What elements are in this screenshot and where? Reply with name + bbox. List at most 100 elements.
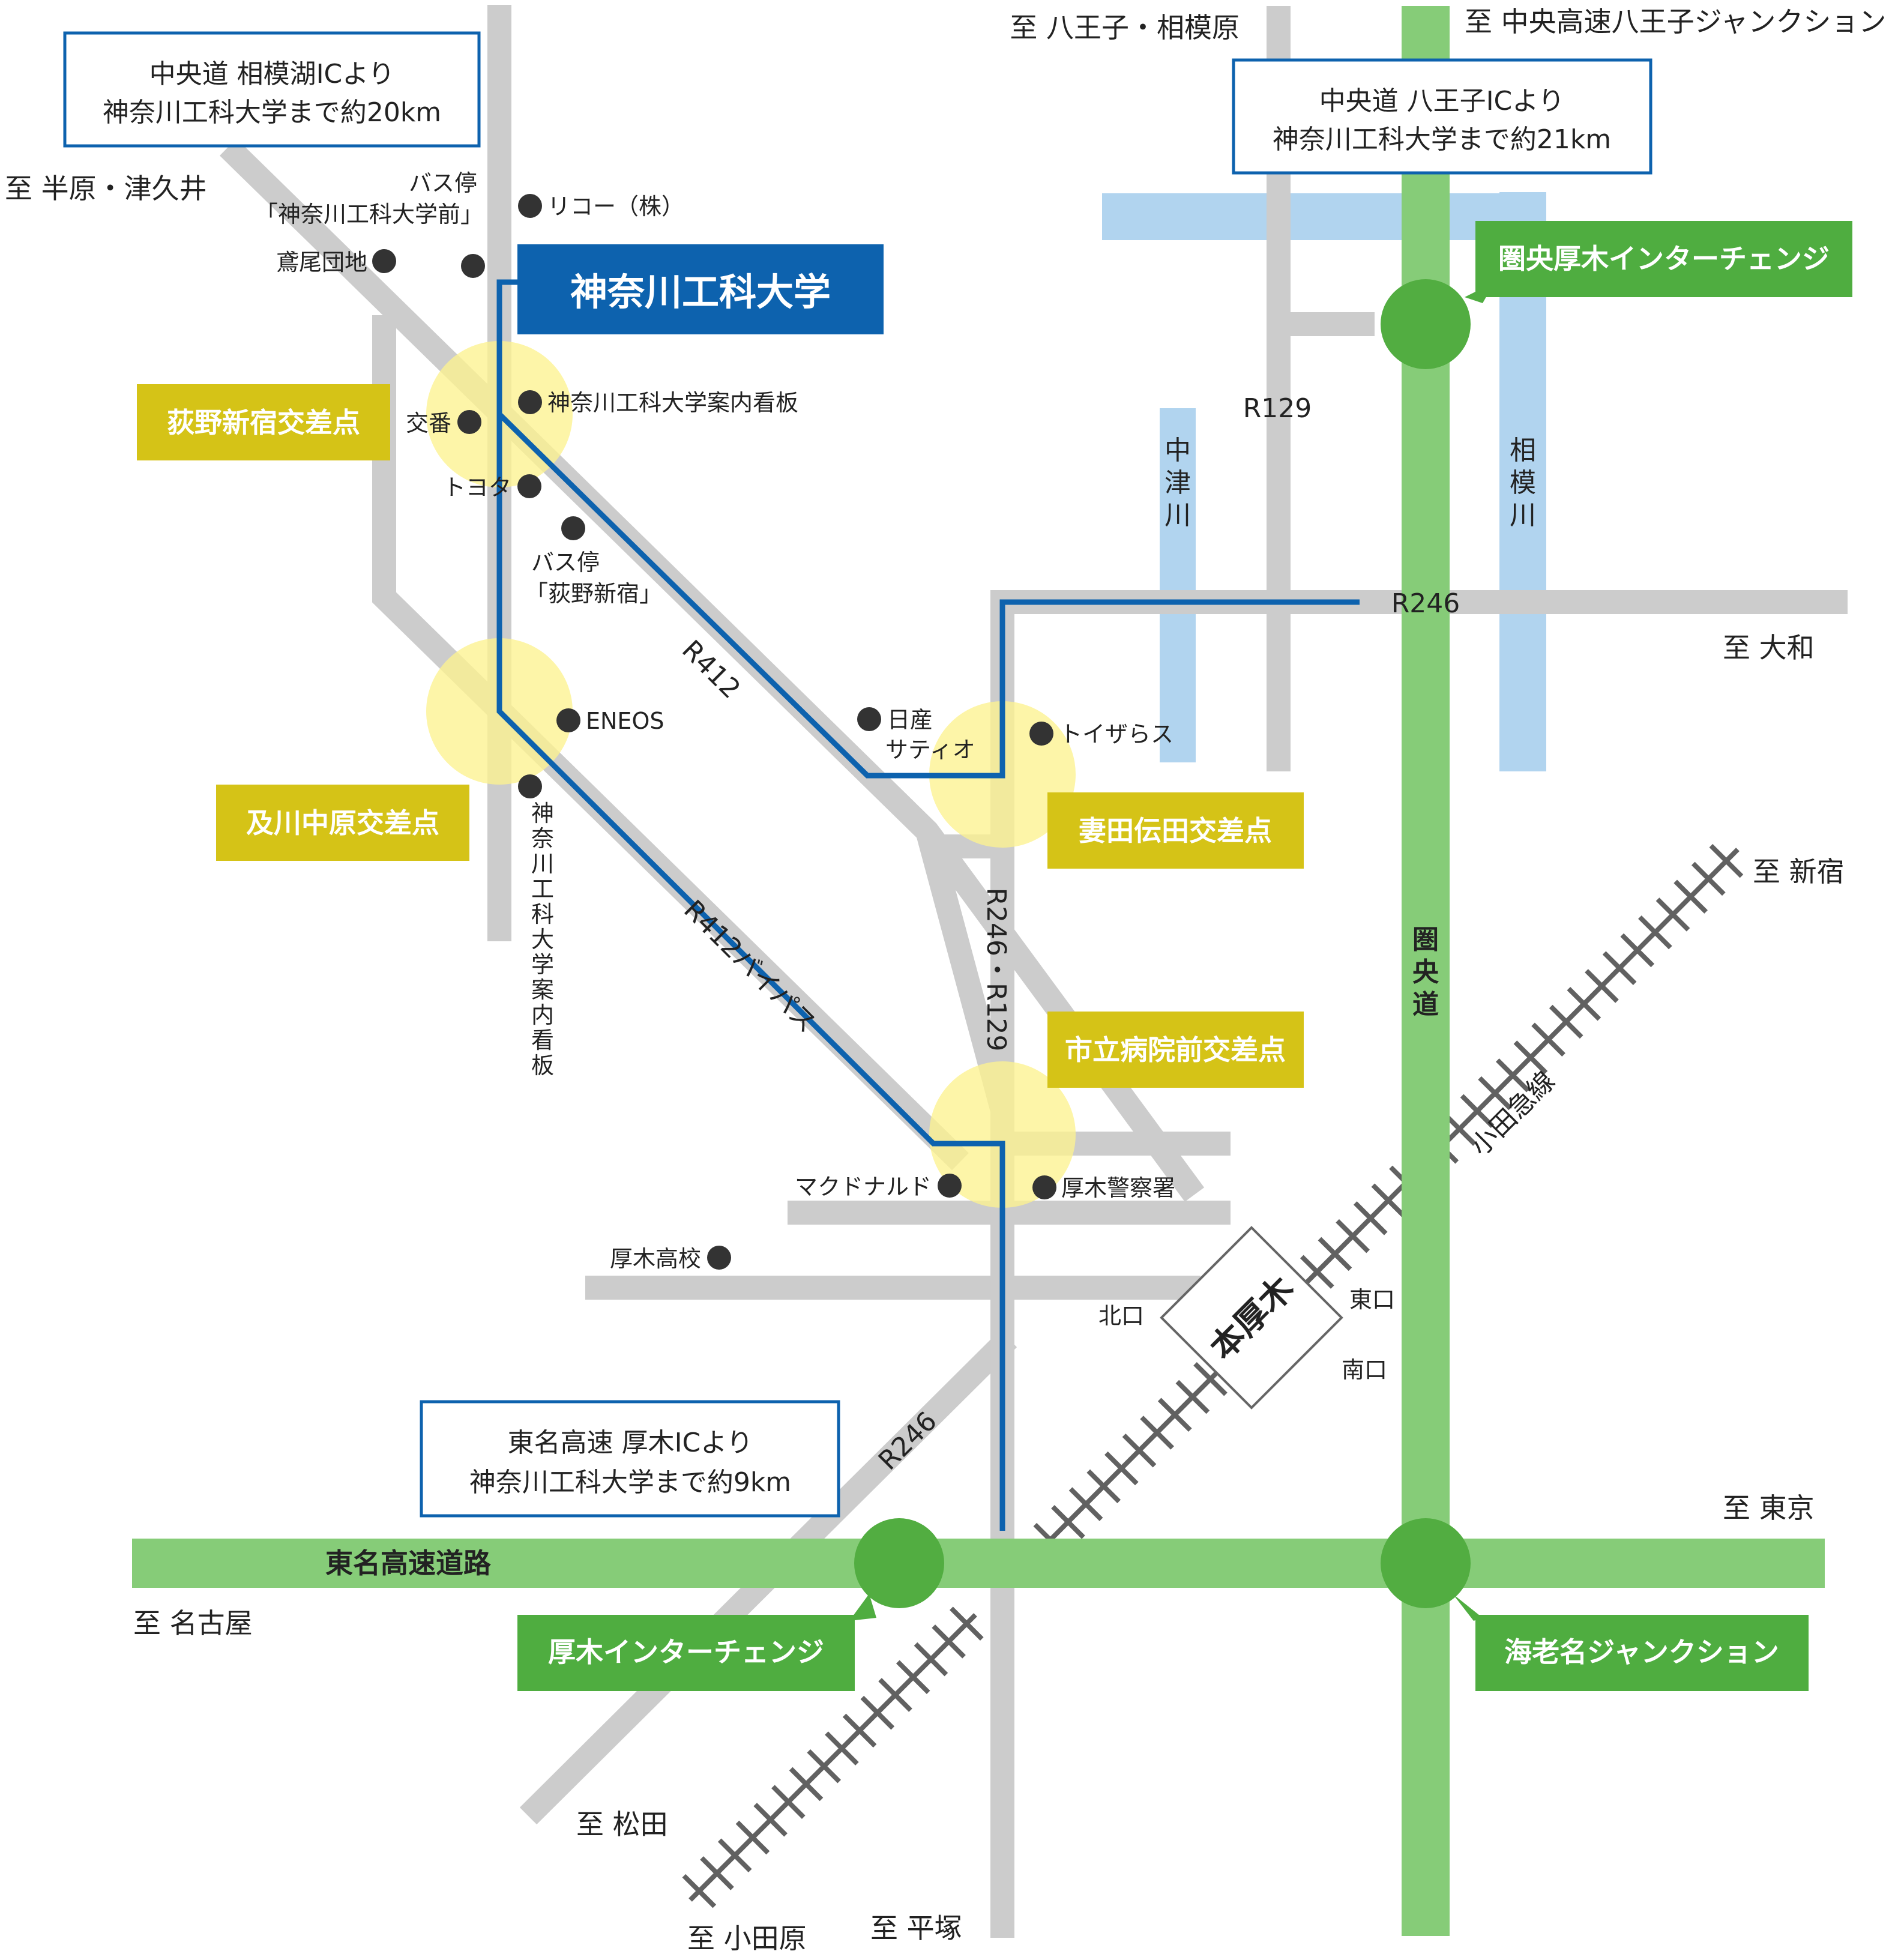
oikawa-crossing-label-bg (216, 785, 469, 861)
oikawa-crossing-label: 及川中原交差点 (246, 807, 439, 839)
rail-tie (1620, 933, 1655, 968)
landmark-dots (372, 194, 1056, 1270)
rail-tie (1531, 1022, 1565, 1057)
rail-tie (896, 1660, 930, 1695)
atsugi-hs-dot (707, 1246, 731, 1270)
eneos-label: ENEOS (586, 708, 664, 734)
ebina-jct-label-bg (1475, 1615, 1809, 1691)
rail-tie (1567, 987, 1601, 1021)
rail-tie (1495, 1058, 1530, 1093)
mcdonalds-dot (938, 1174, 962, 1198)
crossing-labels: 荻野新宿交差点 及川中原交差点 妻田伝田交差点 市立病院前交差点 (137, 384, 1304, 1088)
rail-tie (860, 1695, 895, 1730)
rail-tie (1175, 1380, 1210, 1414)
ic-labels: 圏央厚木インターチェンジ 厚木インターチェンジ 海老名ジャンクション (517, 221, 1852, 1691)
rail-tie (1478, 1076, 1513, 1111)
hachioji-info-box (1232, 58, 1652, 175)
rail-tie (771, 1785, 806, 1819)
sign-2-label: 神奈川工科大学案内看板 (531, 800, 554, 1079)
rail-tie (1086, 1469, 1121, 1504)
direction-hiratsuka: 至 平塚 (870, 1912, 962, 1944)
south-exit-label: 南口 (1342, 1357, 1387, 1383)
rail-tie (1051, 1505, 1085, 1539)
rail-tie (1300, 1255, 1334, 1289)
sign-2-dot (518, 774, 542, 798)
ogino-crossing-label-bg (137, 384, 390, 460)
bus-stop-campus-label-2: 「神奈川工科大学前」 (255, 201, 483, 228)
tsumada-crossing-label: 妻田伝田交差点 (1079, 815, 1272, 847)
sign-1-label: 神奈川工科大学案内看板 (547, 390, 798, 416)
hon-atsugi-station[interactable]: 本厚木 (1160, 1226, 1343, 1410)
sagami-river-label: 相模川 (1510, 435, 1536, 531)
rail-tie (1460, 1094, 1495, 1129)
atsugi-info-line2: 神奈川工科大学まで約9km (469, 1467, 791, 1498)
rail-tie (789, 1767, 824, 1802)
direction-nagoya: 至 名古屋 (133, 1607, 253, 1639)
river-upper-band (1102, 193, 1546, 240)
bus-stop-campus-label-1: バス停 (409, 170, 477, 196)
sign-1-dot (518, 390, 542, 414)
north-exit-label: 北口 (1098, 1303, 1144, 1329)
nakatsu-river (1160, 408, 1196, 762)
direction-labels: 至 八王子・相模原 至 中央高速八王子ジャンクション 至 半原・津久井 至 大和… (5, 5, 1886, 1955)
sagamiko-info-box (63, 31, 481, 148)
rail-tie (1068, 1487, 1103, 1521)
ebina-jct-label: 海老名ジャンクション (1504, 1636, 1779, 1668)
eneos-dot (556, 708, 580, 732)
access-route (496, 279, 1360, 779)
atsugi-ic-label: 厚木インターチェンジ (548, 1636, 824, 1668)
police-dot (1032, 1175, 1056, 1199)
atsugi-ic-pointer (849, 1594, 876, 1621)
police-label: 厚木警察署 (1061, 1175, 1175, 1201)
direction-odawara: 至 小田原 (687, 1922, 807, 1955)
direction-hachioji-sagamihara: 至 八王子・相模原 (1010, 11, 1240, 44)
rail-tie (1602, 951, 1637, 985)
atsugi-info-line1: 東名高速 厚木ICより (508, 1428, 753, 1458)
landmark-labels: リコー（株） バス停 「神奈川工科大学前」 鳶尾団地 神奈川工科大学案内看板 交… (255, 170, 1395, 1383)
rail-tie (932, 1624, 966, 1659)
bus-stop-campus-dot (461, 254, 485, 278)
takanoo-dot (372, 249, 396, 273)
sagamiko-info-line2: 神奈川工科大学まで約20km (103, 97, 441, 128)
east-exit-label: 東口 (1349, 1286, 1395, 1313)
rail-tie (1353, 1201, 1388, 1235)
ebina-jct-circle (1381, 1518, 1471, 1608)
tsumada-crossing-label-bg (1047, 792, 1304, 869)
rail-tie (1691, 861, 1726, 896)
campus-label[interactable]: 神奈川工科大学 (570, 270, 831, 314)
rail-tie (1549, 1004, 1583, 1039)
rail-tie (1513, 1040, 1548, 1075)
tomei-label: 東名高速道路 (325, 1547, 492, 1579)
interchange-circles (854, 279, 1471, 1608)
rail-tie (682, 1874, 717, 1908)
rail-tie (1104, 1451, 1139, 1486)
rail-tie (1193, 1362, 1228, 1396)
r246-r129-label: R246・R129 (981, 887, 1011, 1051)
ken-o-atsugi-ic-label: 圏央厚木インターチェンジ (1498, 243, 1830, 275)
rail-tie (807, 1749, 842, 1784)
direction-yamato: 至 大和 (1723, 632, 1815, 664)
station-diamond (1160, 1226, 1343, 1410)
bus-stop-ogino-label-1: バス停 (531, 549, 600, 576)
ogino-crossing-label: 荻野新宿交差点 (167, 406, 360, 439)
hospital-crossing-label-bg (1047, 1012, 1304, 1088)
river-labels: 中津川 相模川 (1164, 435, 1536, 531)
rail-tie (753, 1803, 788, 1837)
rail-tie (825, 1731, 859, 1766)
ricoh-dot (518, 194, 542, 218)
tomei-expressway (132, 1539, 1825, 1588)
atsugi-hs-label: 厚木高校 (610, 1246, 701, 1272)
ken-o-atsugi-ic-label-bg (1475, 221, 1852, 297)
nissan-label-2: サティオ (885, 737, 975, 763)
atsugi-ic-label-bg (517, 1615, 855, 1691)
direction-chuo-hachioji-jct: 至 中央高速八王子ジャンクション (1465, 5, 1886, 38)
atsugi-info-box (420, 1400, 840, 1518)
hachioji-info-line2: 神奈川工科大学まで約21km (1273, 124, 1611, 155)
rail-tie (700, 1856, 734, 1890)
toyota-label: トヨタ (443, 474, 511, 501)
rail-tie (1638, 915, 1672, 950)
hospital-crossing-label: 市立病院前交差点 (1065, 1034, 1286, 1066)
koban-dot (457, 410, 481, 434)
rail-tie (950, 1606, 984, 1641)
rail-tie (1674, 879, 1708, 914)
